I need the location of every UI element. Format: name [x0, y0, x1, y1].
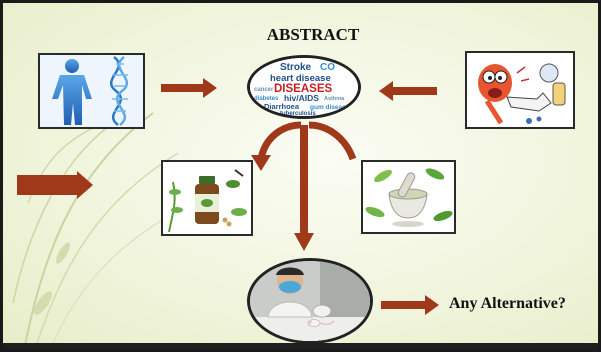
word-cancer: cancer	[254, 87, 274, 93]
mortar-pestle-image	[361, 160, 456, 234]
word-co: CO	[320, 62, 335, 73]
word-diabetes: diabetes	[254, 96, 279, 102]
word-tuberculosis: tuberculosis	[280, 111, 316, 116]
word-heart-disease: heart disease	[270, 73, 331, 84]
human-dna-icon	[40, 55, 143, 127]
word-gum-disease: gum diseas	[310, 104, 346, 111]
herbal-supplement-image	[161, 160, 253, 236]
arrow-to-diseases-right	[379, 81, 437, 101]
arrow-to-diseases-left	[161, 78, 217, 98]
any-alternative-label: Any Alternative?	[449, 295, 566, 312]
slide-title: ABSTRACT	[266, 25, 360, 44]
diseases-word-cloud: Stroke CO heart disease cancer DISEASES …	[247, 55, 361, 119]
decorative-swoosh	[12, 112, 194, 349]
supplement-bottle-icon	[163, 162, 251, 234]
lab-researcher-icon	[250, 261, 370, 341]
mortar-pestle-icon	[363, 162, 454, 232]
word-diseases: DISEASES	[274, 83, 332, 95]
sick-person-image	[465, 51, 575, 129]
word-asthma: Asthma	[324, 96, 345, 102]
word-diarrhoea: Diarrhoea	[264, 102, 300, 111]
arrow-down-center	[294, 125, 314, 251]
sick-person-icon	[467, 53, 573, 127]
word-cloud-graphic: Stroke CO heart disease cancer DISEASES …	[250, 58, 358, 116]
word-stroke: Stroke	[280, 62, 312, 73]
arrow-to-alternative	[381, 295, 439, 315]
word-hiv-aids: hiv/AIDS	[284, 93, 319, 103]
bottom-border-bar	[3, 343, 598, 349]
curved-arrows	[251, 121, 357, 171]
side-arrow	[17, 171, 93, 199]
human-dna-image	[38, 53, 145, 129]
lab-researcher-image	[247, 258, 373, 344]
